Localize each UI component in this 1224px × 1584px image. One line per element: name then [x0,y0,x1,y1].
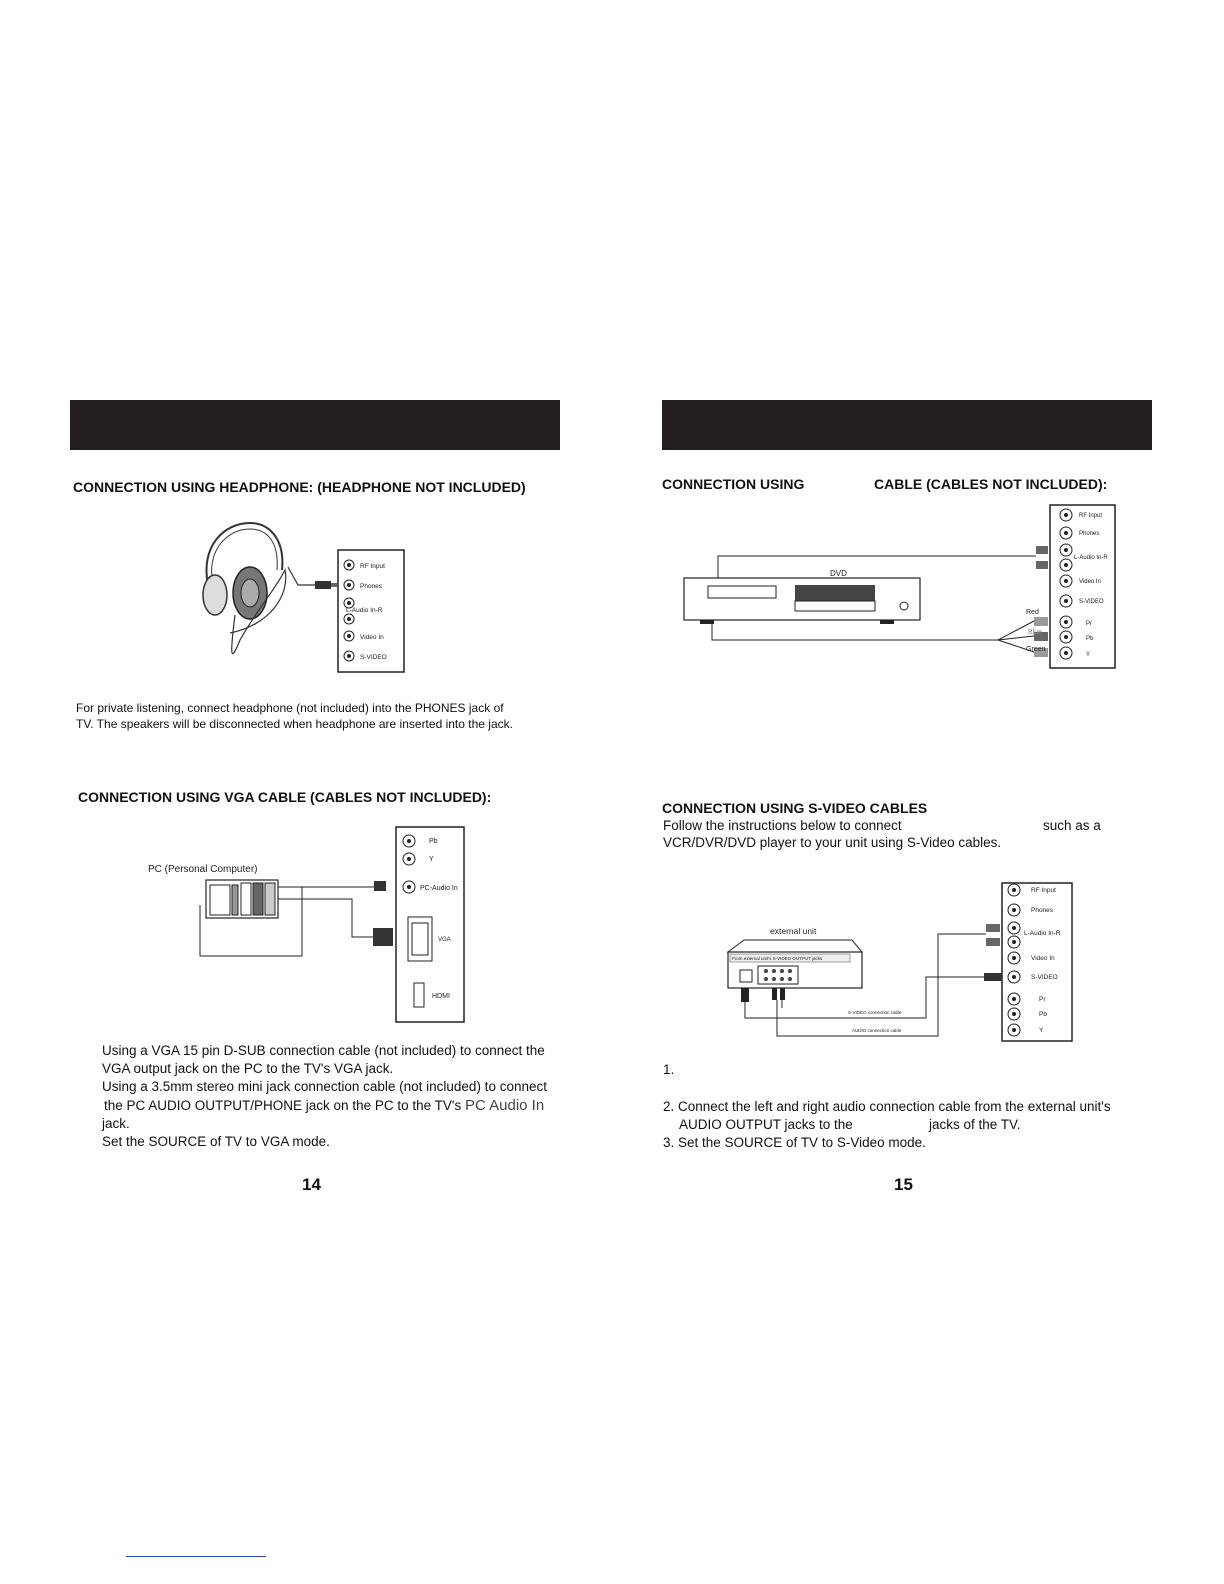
comp-panel-label: Phones [1079,531,1099,537]
sv-panel-label: Phones [1031,907,1054,914]
svideo-cable-label: S-VIDEO connection cable [848,1010,902,1015]
svideo-intro-a: Follow the instructions below to connect [663,818,902,833]
component-heading-a: CONNECTION USING [662,476,805,492]
vga-step-4-text: the PC AUDIO OUTPUT/PHONE jack on the PC… [104,1098,465,1113]
sv-panel-label: S-VIDEO [1031,974,1058,981]
headphone-text-2: TV. The speakers will be disconnected wh… [76,717,513,731]
svideo-heading: CONNECTION USING S-VIDEO CABLES [662,800,928,816]
pc-label: PC (Personal Computer) [148,864,257,875]
svideo-intro-b: such as a [1043,818,1101,833]
vga-heading: CONNECTION USING VGA CABLE (CABLES NOT I… [78,789,492,805]
vga-panel-pc-audio: PC-Audio In [420,885,458,892]
svideo-step-2b-a: AUDIO OUTPUT jacks to the [679,1117,853,1132]
vga-panel-hdmi: HDMI [432,993,450,1000]
comp-panel-label: Y [1086,652,1090,658]
svideo-step-2b-b: jacks of the TV. [929,1117,1021,1132]
pc-audio-in-label: PC Audio In [464,1097,545,1114]
page-number-left: 14 [302,1175,321,1194]
right-header-bar [662,400,1152,450]
headphone-diagram: RF Input Phones L-Audio In-R Video In S-… [202,521,405,673]
headphone-heading: CONNECTION USING HEADPHONE: (HEADPHONE N… [73,479,526,495]
svideo-step-1: 1. [663,1062,675,1077]
jacks-text-label: From external unit's S-VIDEO OUTPUT jack… [732,956,823,961]
svideo-diagram: RF Input Phones L-Audio In-R Video In S-… [726,882,1073,1042]
vga-step-5: jack. [102,1116,130,1131]
left-header-bar [70,400,560,450]
vga-step-1: Using a VGA 15 pin D-SUB connection cabl… [102,1043,545,1058]
audio-cable-label: AUDIO connection cable [852,1028,902,1033]
external-unit-label: external unit [770,926,817,936]
vga-panel-y: Y [429,856,434,863]
comp-panel-label: L-Audio In-R [1074,555,1108,561]
page-number-right: 15 [894,1175,913,1194]
red-label: Red [1026,609,1039,616]
vga-step-6: Set the SOURCE of TV to VGA mode. [102,1134,330,1149]
comp-panel-label: RF Input [1079,513,1102,519]
comp-panel-label: S-VIDEO [1079,599,1104,605]
comp-panel-label: Video In [1079,579,1101,585]
sv-panel-label: Video In [1031,955,1055,962]
sv-panel-label: Pr [1039,996,1046,1003]
vga-step-2: VGA output jack on the PC to the TV's VG… [102,1061,394,1076]
link-underline[interactable] [126,1556,266,1557]
vga-diagram: PC (Personal Computer) Pb Y PC-Audio In … [148,826,465,1023]
comp-panel-label: Pr [1086,621,1092,627]
sv-panel-label: RF Input [1031,887,1056,894]
blue-label: Blue [1028,629,1042,636]
hp-panel-label: Phones [360,583,383,590]
svideo-intro-c: VCR/DVR/DVD player to your unit using S-… [663,835,1002,850]
vga-step-3: Using a 3.5mm stereo mini jack connectio… [102,1079,547,1094]
svideo-step-3: 3. Set the SOURCE of TV to S-Video mode. [663,1135,926,1150]
vga-step-4: the PC AUDIO OUTPUT/PHONE jack on the PC… [104,1097,544,1115]
vga-panel-vga: VGA [438,937,451,943]
component-diagram: RF Input Phones L-Audio In-R Video In S-… [683,504,1116,669]
comp-panel-label: Pb [1086,636,1094,642]
sv-panel-label: Y [1039,1027,1044,1034]
sv-panel-label: L-Audio In-R [1024,930,1061,937]
vga-panel-pb: Pb [429,838,438,845]
sv-panel-label: Pb [1039,1011,1047,1018]
dvd-label: DVD [830,569,847,578]
svideo-step-2a: 2. Connect the left and right audio conn… [663,1099,1111,1114]
hp-panel-label: S-VIDEO [360,654,387,661]
headphone-text-1: For private listening, connect headphone… [76,701,504,715]
hp-panel-label: Video In [360,634,384,641]
green-label: Green [1026,646,1046,653]
hp-panel-label: L-Audio In-R [346,607,383,614]
hp-panel-label: RF Input [360,563,385,570]
component-heading-b: CABLE (CABLES NOT INCLUDED): [874,476,1108,492]
